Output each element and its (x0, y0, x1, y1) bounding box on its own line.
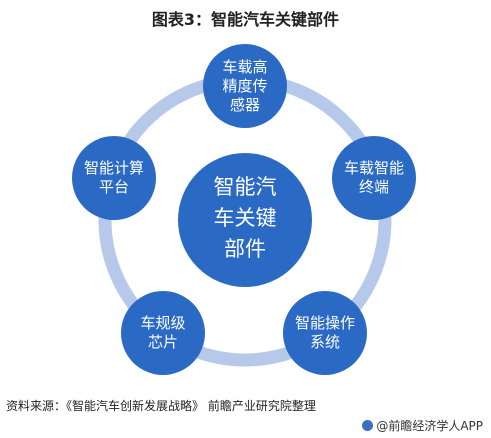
node-circle-os (283, 291, 367, 375)
node-circle-sensor (203, 44, 287, 128)
node-circle-terminal (332, 136, 416, 220)
brand-text: @前瞻经济学人APP (376, 419, 483, 433)
node-circle-platform (72, 136, 156, 220)
diagram-title: 图表3：智能汽车关键部件 (151, 10, 340, 29)
center-label: 智能汽车关键部件 (213, 174, 277, 261)
node-label-platform: 智能计算平台 (83, 159, 144, 196)
node-label-sensor: 车载高精度传感器 (222, 57, 268, 114)
node-label-chip: 车规级芯片 (140, 314, 186, 351)
node-label-os: 智能操作系统 (294, 314, 355, 351)
source-note: 资料来源：《智能汽车创新发展战略》 前瞻产业研究院整理 (6, 399, 316, 413)
brand-logo-icon (362, 420, 374, 431)
node-circle-chip (121, 291, 205, 375)
center-circle (178, 153, 312, 287)
brand-watermark: @前瞻经济学人APP (362, 417, 483, 434)
node-label-terminal: 车载智能终端 (343, 159, 404, 196)
